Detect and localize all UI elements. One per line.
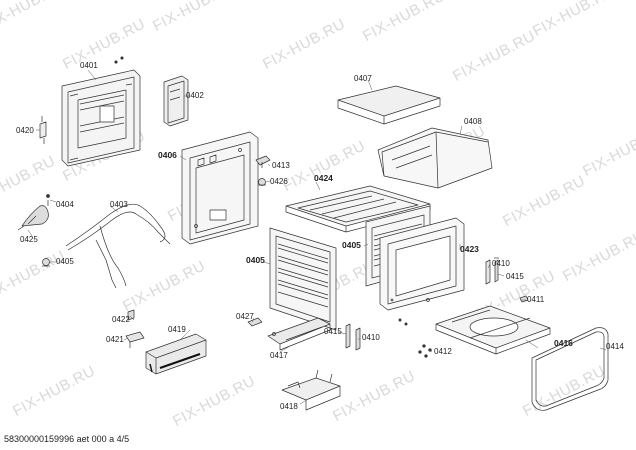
label-0415-center: 0415	[324, 327, 342, 336]
label-0412: 0412	[434, 347, 452, 356]
lamp-0426	[258, 178, 266, 186]
front-frame-0406	[181, 131, 259, 245]
label-0401: 0401	[80, 61, 98, 70]
cover-0402	[163, 75, 189, 127]
label-0410-center: 0410	[362, 333, 380, 342]
label-0427: 0427	[236, 312, 254, 321]
top-plate-0407	[337, 85, 441, 125]
pin-0415-center	[345, 323, 351, 349]
control-box-0419	[145, 333, 207, 375]
sensor-0404	[46, 194, 50, 206]
bracket-0420	[39, 116, 47, 144]
leader-lines	[27, 69, 607, 405]
clip-0427	[247, 317, 263, 327]
label-0405-right-wall: 0405	[342, 240, 361, 250]
label-0407: 0407	[354, 74, 372, 83]
oven-top-0424	[285, 185, 431, 233]
label-0424: 0424	[314, 173, 333, 183]
rail-0410-right	[485, 259, 491, 285]
bottom-plate-0416	[435, 305, 551, 355]
label-0415-right: 0415	[506, 272, 524, 281]
label-0402: 0402	[186, 91, 204, 100]
label-0423: 0423	[460, 244, 479, 254]
label-0420: 0420	[16, 126, 34, 135]
label-0403: 0403	[110, 200, 128, 209]
label-0419: 0419	[168, 325, 186, 334]
bracket-0422	[127, 309, 135, 321]
label-0426: 0426	[270, 177, 288, 186]
label-0404: 0404	[56, 200, 74, 209]
label-0411: 0411	[527, 295, 545, 304]
temperature-probe-0425	[17, 205, 49, 231]
label-0422: 0422	[112, 315, 130, 324]
label-0405-lamp: 0405	[56, 257, 74, 266]
screws-0412	[398, 318, 432, 358]
label-0413: 0413	[272, 161, 290, 170]
rail-0410-center	[355, 327, 361, 351]
label-0405-left-wall: 0405	[246, 255, 265, 265]
bracket-0421	[125, 331, 145, 348]
insulation-0408	[377, 127, 493, 189]
pin-0415-right	[494, 257, 499, 283]
bracket-0418	[281, 369, 341, 411]
label-0408: 0408	[464, 117, 482, 126]
lamp-socket-0405	[42, 258, 50, 267]
label-0416: 0416	[554, 338, 573, 348]
rail-0417	[267, 317, 331, 351]
label-0418: 0418	[280, 402, 298, 411]
label-0406: 0406	[158, 150, 177, 160]
clip-0411	[519, 295, 529, 303]
label-0410-right: 0410	[492, 259, 510, 268]
side-wall-left-0405	[269, 227, 337, 331]
document-footer: 58300000159996 aet 000 a 4/5	[4, 434, 130, 444]
door-gasket-0414	[531, 327, 609, 411]
label-0417: 0417	[270, 351, 288, 360]
label-0425: 0425	[20, 235, 38, 244]
switch-0413	[255, 155, 271, 168]
rear-panel-0401	[61, 56, 141, 167]
label-0414: 0414	[606, 342, 624, 351]
label-0421: 0421	[106, 335, 124, 344]
front-frame-0423	[379, 217, 465, 311]
wiring-harness-0403	[65, 203, 171, 289]
